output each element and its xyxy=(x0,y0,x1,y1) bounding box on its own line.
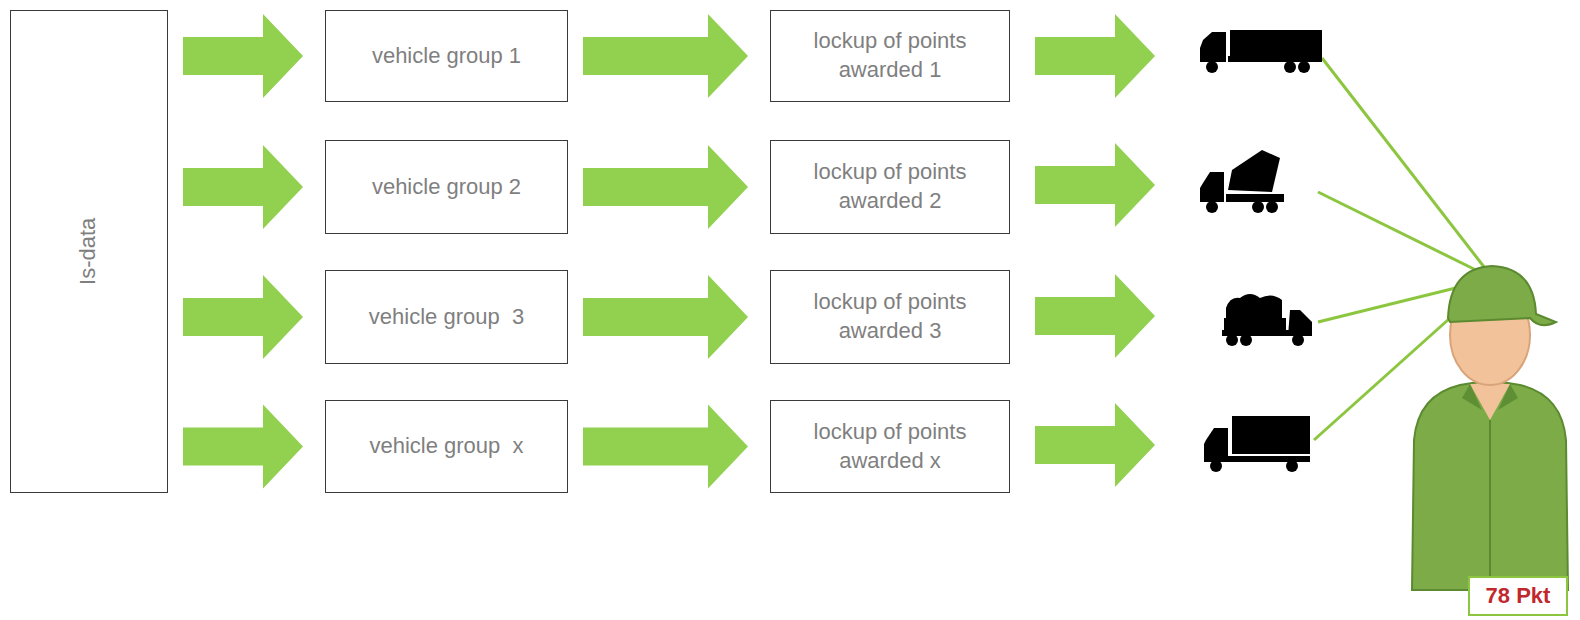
box-label: vehicle group 3 xyxy=(369,303,524,332)
vehicle-group-box: vehicle group 3 xyxy=(325,270,568,364)
points-lookup-box: lockup of points awarded x xyxy=(770,400,1010,493)
truck-icons xyxy=(1200,30,1322,472)
box-label: Is-data xyxy=(75,218,104,285)
block-arrow xyxy=(583,275,748,359)
block-arrow xyxy=(583,145,748,229)
points-lookup-box: lockup of points awarded 1 xyxy=(770,10,1010,102)
box-label: lockup of points awarded x xyxy=(771,418,1009,475)
box-label: vehicle group 2 xyxy=(372,173,521,202)
block-arrow xyxy=(183,145,303,229)
block-arrow xyxy=(183,405,303,489)
vehicle-group-box: vehicle group x xyxy=(325,400,568,493)
vehicle-group-box: vehicle group 2 xyxy=(325,140,568,234)
points-lookup-box: lockup of points awarded 3 xyxy=(770,270,1010,364)
data-source-box: Is-data xyxy=(10,10,168,493)
block-arrows xyxy=(1035,14,1155,487)
block-arrow xyxy=(583,405,748,489)
box-label: vehicle group x xyxy=(369,432,523,461)
score-box: 78 Pkt xyxy=(1468,576,1568,616)
block-arrow xyxy=(183,275,303,359)
driver-figure xyxy=(1412,266,1568,590)
vehicle-group-box: vehicle group 1 xyxy=(325,10,568,102)
box-label: 78 Pkt xyxy=(1486,582,1551,611)
leader-lines xyxy=(1314,58,1488,440)
block-arrow xyxy=(183,14,303,98)
box-label: lockup of points awarded 1 xyxy=(771,27,1009,84)
box-label: lockup of points awarded 2 xyxy=(771,158,1009,215)
box-label: lockup of points awarded 3 xyxy=(771,288,1009,345)
points-lookup-box: lockup of points awarded 2 xyxy=(770,140,1010,234)
block-arrow xyxy=(583,14,748,98)
box-label: vehicle group 1 xyxy=(372,42,521,71)
